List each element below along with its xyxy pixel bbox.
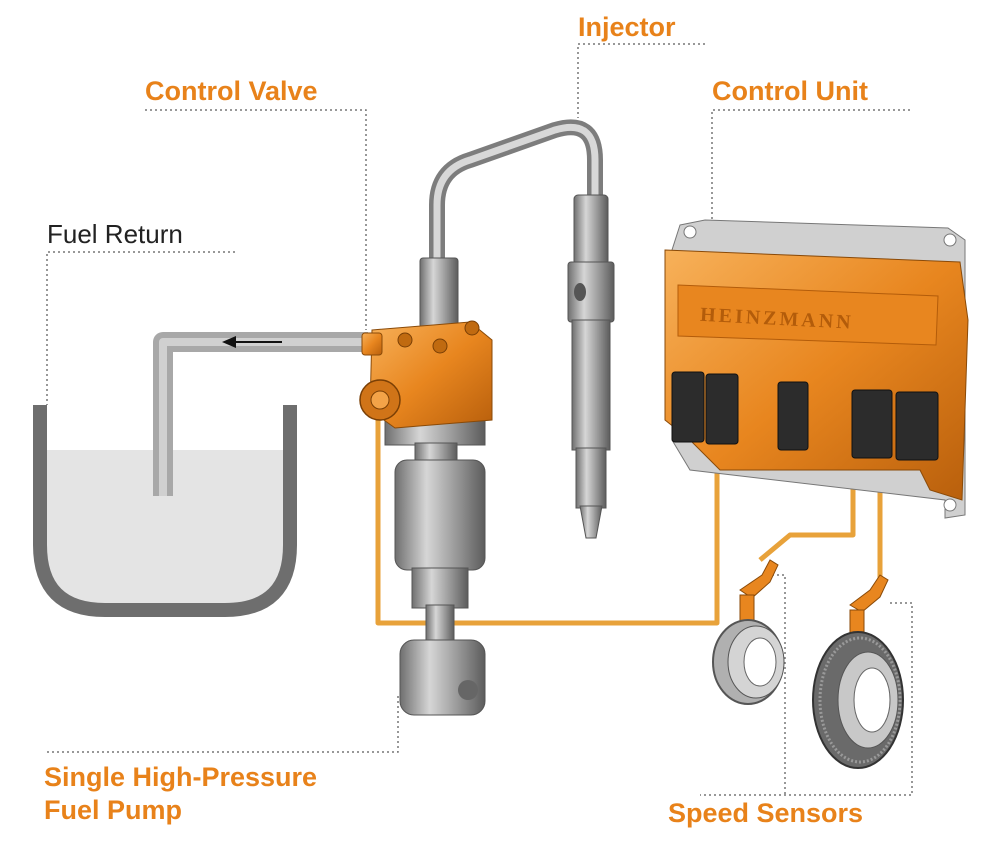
tank-wall [33, 405, 297, 617]
label-injector: Injector [578, 12, 676, 42]
leader-injector [577, 43, 705, 118]
speed-sensor-2 [812, 574, 904, 769]
leader-sensor-2 [700, 602, 913, 796]
injector-body [567, 194, 615, 539]
fuel-tank [33, 405, 297, 617]
leader-fuel-return [46, 251, 235, 405]
leader-pump [47, 695, 399, 753]
return-pipe [153, 332, 368, 496]
wiring-harness [375, 415, 883, 626]
speed-sensor-1 [712, 559, 785, 705]
label-control-unit: Control Unit [712, 76, 868, 106]
control-unit-ecu: HEINZMANN [664, 219, 969, 519]
label-fuel-return: Fuel Return [47, 219, 183, 249]
label-pump-line1: Single High-Pressure [44, 762, 318, 792]
label-speed-sensors: Speed Sensors [668, 798, 864, 828]
flow-arrow-head [222, 336, 236, 348]
high-pressure-pipe [429, 119, 603, 270]
control-valve [359, 320, 493, 429]
label-pump-line2: Fuel Pump [44, 795, 183, 825]
fuel-level [45, 450, 285, 605]
leader-control-unit [711, 109, 910, 235]
label-control-valve: Control Valve [145, 76, 318, 106]
leader-lines [46, 43, 913, 796]
leader-control-valve [145, 109, 367, 330]
